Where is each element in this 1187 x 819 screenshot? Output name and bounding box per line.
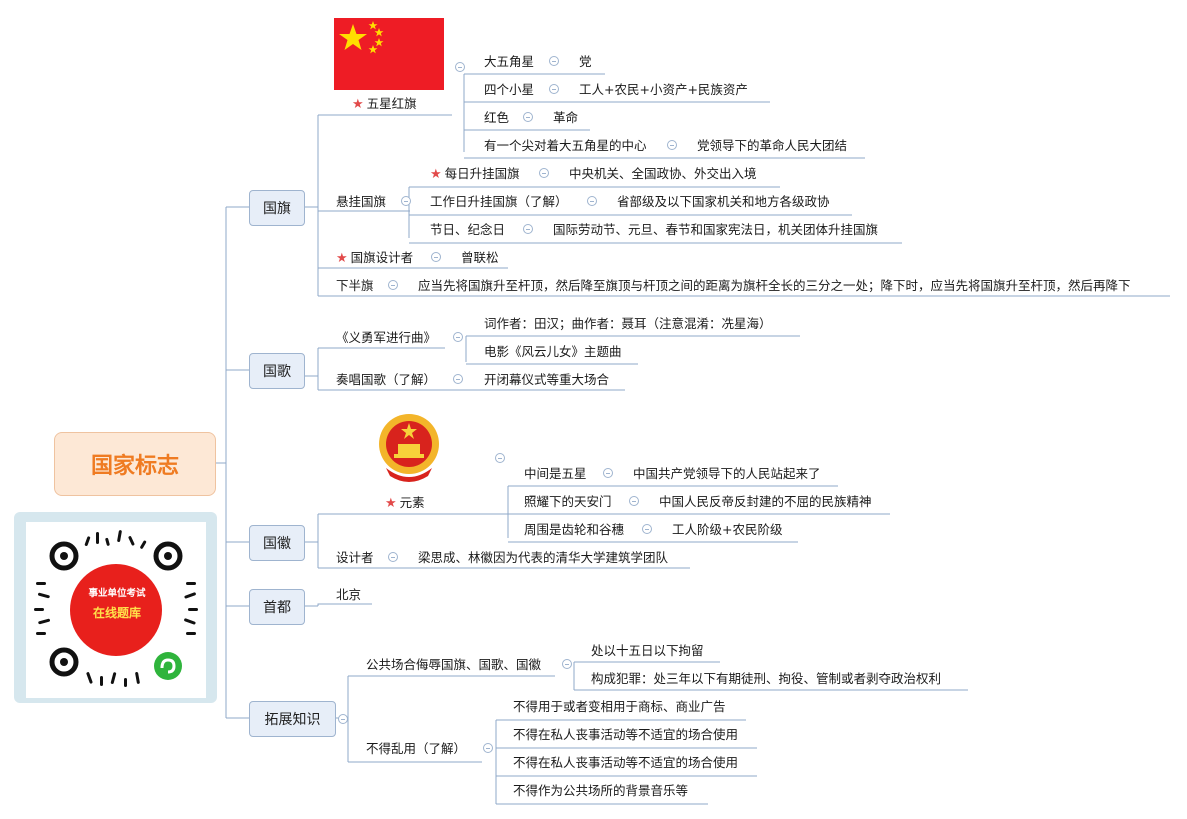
branch-flag[interactable]: 国旗 [249,190,305,226]
node-emblem-tiananmen-value[interactable]: 中国人民反帝反封建的不屈的民族精神 [659,494,872,509]
collapse-icon[interactable] [667,140,677,150]
node-label: 国旗设计者 [350,250,414,265]
node-anthem-play[interactable]: 奏唱国歌（了解） [336,372,437,387]
node-emblem-stars[interactable]: 中间是五星 [524,466,587,481]
node-label: 元素 [399,495,425,510]
node-red-value[interactable]: 革命 [553,110,579,125]
node-daily[interactable]: ★每日升挂国旗 [430,166,520,183]
node-half-mast-value[interactable]: 应当先将国旗升至杆顶，然后降至旗顶与杆顶之间的距离为旗杆全长的三分之一处；降下时… [418,278,1131,293]
branch-anthem[interactable]: 国歌 [249,353,305,389]
national-emblem-image [376,412,442,484]
star-icon: ★ [430,167,442,182]
node-star-point[interactable]: 有一个尖对着大五角星的中心 [484,138,647,153]
node-emblem-tiananmen[interactable]: 照耀下的天安门 [524,494,612,509]
root-topic[interactable]: 国家标志 [54,432,216,496]
node-insult[interactable]: 公共场合侮辱国旗、国歌、国徽 [366,657,542,672]
collapse-icon[interactable] [523,112,533,122]
node-label: 每日升挂国旗 [444,166,520,181]
node-misuse[interactable]: 不得乱用（了解） [366,741,467,756]
collapse-icon[interactable] [453,374,463,384]
node-misuse-2[interactable]: 不得在私人丧事活动等不适宜的场合使用 [513,727,739,742]
node-workday[interactable]: 工作日升挂国旗（了解） [430,194,568,209]
qr-caption-1: 事业单位考试 [88,588,146,599]
node-emblem-elements[interactable]: ★元素 [385,495,425,512]
collapse-icon[interactable] [431,252,441,262]
node-misuse-4[interactable]: 不得作为公共场所的背景音乐等 [513,783,689,798]
collapse-icon[interactable] [562,659,572,669]
star-icon: ★ [352,97,364,112]
collapse-icon[interactable] [455,62,465,72]
node-flag-designer-value[interactable]: 曾联松 [461,250,499,265]
node-half-mast[interactable]: 下半旗 [336,278,374,293]
node-holiday-value[interactable]: 国际劳动节、元旦、春节和国家宪法日，机关团体升挂国旗 [553,222,879,237]
collapse-icon[interactable] [539,168,549,178]
collapse-icon[interactable] [401,196,411,206]
node-capital-city[interactable]: 北京 [336,587,362,602]
node-flag-designer[interactable]: ★国旗设计者 [336,250,413,267]
collapse-icon[interactable] [642,524,652,534]
branch-emblem[interactable]: 国徽 [249,525,305,561]
qr-code[interactable] [26,522,206,698]
collapse-icon[interactable] [549,56,559,66]
collapse-icon[interactable] [388,280,398,290]
flag-stars-icon [339,21,384,54]
node-five-star-flag[interactable]: ★五星红旗 [352,96,417,113]
collapse-icon[interactable] [338,714,348,724]
collapse-icon[interactable] [603,468,613,478]
collapse-icon[interactable] [495,453,505,463]
node-detain[interactable]: 处以十五日以下拘留 [591,643,704,658]
node-workday-value[interactable]: 省部级及以下国家机关和地方各级政协 [617,194,830,209]
node-big-star[interactable]: 大五角星 [484,54,535,69]
node-big-star-value[interactable]: 党 [579,54,592,69]
node-small-stars-value[interactable]: 工人+农民+小资产+民族资产 [579,82,748,97]
node-misuse-3[interactable]: 不得在私人丧事活动等不适宜的场合使用 [513,755,739,770]
node-star-point-value[interactable]: 党领导下的革命人民大团结 [697,138,848,153]
node-red[interactable]: 红色 [484,110,510,125]
node-holiday[interactable]: 节日、纪念日 [430,222,506,237]
collapse-icon[interactable] [523,224,533,234]
node-anthem-authors[interactable]: 词作者：田汉；曲作者：聂耳（注意混淆：冼星海） [484,316,772,331]
star-icon: ★ [385,496,397,511]
node-emblem-wheat-value[interactable]: 工人阶级+农民阶级 [672,522,783,537]
collapse-icon[interactable] [453,332,463,342]
branch-capital[interactable]: 首都 [249,589,305,625]
collapse-icon[interactable] [549,84,559,94]
collapse-icon[interactable] [587,196,597,206]
node-emblem-designer[interactable]: 设计者 [336,550,374,565]
collapse-icon[interactable] [483,743,493,753]
star-icon: ★ [336,251,348,266]
qr-pattern-icon [34,530,198,687]
collapse-icon[interactable] [629,496,639,506]
node-daily-value[interactable]: 中央机关、全国政协、外交出入境 [569,166,757,181]
node-misuse-1[interactable]: 不得用于或者变相用于商标、商业广告 [513,699,726,714]
branch-extend[interactable]: 拓展知识 [249,701,336,737]
node-anthem-film[interactable]: 电影《风云儿女》主题曲 [484,344,622,359]
node-crime[interactable]: 构成犯罪：处三年以下有期徒刑、拘役、管制或者剥夺政治权利 [591,671,942,686]
node-emblem-stars-value[interactable]: 中国共产党领导下的人民站起来了 [633,466,821,481]
qr-caption-2: 在线题库 [92,606,141,620]
node-label: 五星红旗 [366,96,417,111]
collapse-icon[interactable] [388,552,398,562]
node-emblem-designer-value[interactable]: 梁思成、林徽因为代表的清华大学建筑学团队 [418,550,669,565]
node-hang-flag[interactable]: 悬挂国旗 [336,194,387,209]
node-anthem-play-value[interactable]: 开闭幕仪式等重大场合 [484,372,610,387]
node-anthem-song[interactable]: 《义勇军进行曲》 [336,330,437,345]
node-emblem-wheat[interactable]: 周围是齿轮和谷穗 [524,522,625,537]
chinese-flag-image [334,18,444,90]
node-small-stars[interactable]: 四个小星 [484,82,535,97]
